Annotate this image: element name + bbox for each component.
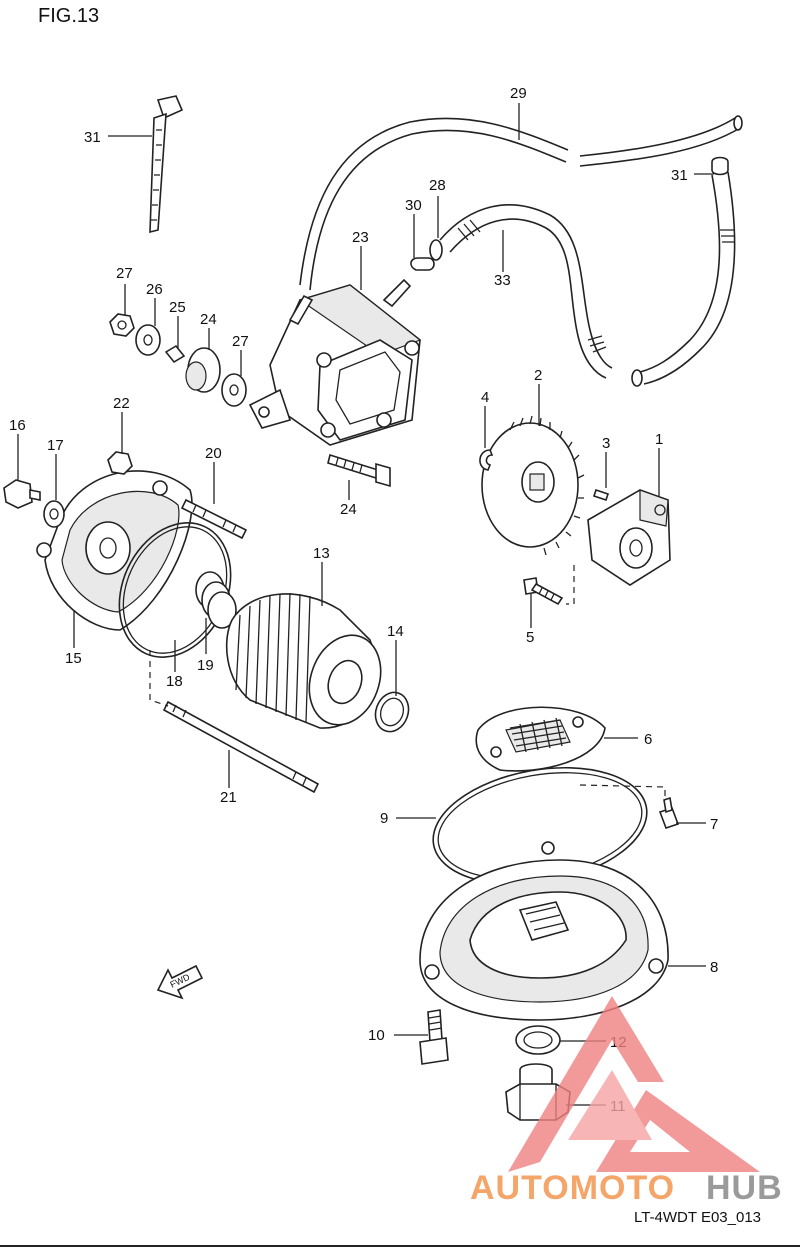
callout-20: 20	[205, 445, 222, 462]
stud-21	[162, 700, 320, 794]
callout-28: 27	[116, 265, 133, 282]
o-ring-14	[374, 691, 410, 733]
pin-3	[592, 488, 610, 502]
callout-27a: 26	[146, 281, 163, 298]
collar-26	[164, 344, 186, 364]
callout-2: 2	[534, 367, 542, 384]
callout-6: 6	[644, 731, 652, 748]
callout-8: 8	[710, 959, 718, 976]
watermark-text-automoto: AUTOMOTO	[470, 1169, 675, 1207]
callout-25: 24	[200, 311, 217, 328]
callout-13: 13	[313, 545, 330, 562]
callout-3: 3	[602, 435, 610, 452]
oil-pump-gear-2	[481, 415, 585, 556]
assembly-line-5	[566, 565, 575, 605]
callout-16: 16	[9, 417, 26, 434]
hose-clip-31	[410, 156, 729, 271]
callout-17: 17	[47, 437, 64, 454]
callout-27b: 27	[232, 333, 249, 350]
cushion-25	[185, 347, 221, 393]
oil-pan-8	[419, 841, 669, 1021]
callout-10: 10	[368, 1027, 385, 1044]
callout-1: 1	[655, 431, 663, 448]
callout-14: 14	[387, 623, 404, 640]
callout-15: 15	[65, 650, 82, 667]
washer-27a	[135, 324, 161, 356]
diagram-code: LT-4WDT E03_013	[634, 1209, 761, 1226]
callout-19: 19	[197, 657, 214, 674]
callout-32: 31	[84, 129, 101, 146]
bolt-10	[419, 1009, 449, 1065]
oil-pump-1	[587, 489, 671, 586]
callout-30: 29	[510, 85, 527, 102]
circlip-4	[479, 449, 494, 471]
callout-26: 25	[169, 299, 186, 316]
strainer-6	[475, 706, 606, 772]
filter-cover-15	[36, 470, 193, 631]
callout-33: 33	[494, 272, 511, 289]
strap-32	[149, 95, 184, 234]
nut-22	[107, 451, 133, 475]
stud-20	[180, 498, 248, 540]
callout-24: 24	[340, 501, 357, 518]
screw-7	[658, 796, 680, 830]
callout-4: 4	[481, 389, 489, 406]
figure-title: FIG.13	[38, 5, 99, 27]
bolt-5	[523, 577, 564, 606]
callout-31a: 30	[405, 197, 422, 214]
drain-plug-11	[505, 1063, 571, 1121]
fwd-arrow-icon: FWD	[156, 964, 204, 1000]
spring-19	[195, 571, 237, 629]
assembly-line-7	[579, 784, 666, 800]
bolt-24	[327, 453, 391, 488]
fuel-hose-33	[429, 204, 613, 379]
assembly-line-21	[149, 650, 169, 707]
callout-5: 5	[526, 629, 534, 646]
callout-29: 28	[429, 177, 446, 194]
callout-9: 9	[380, 810, 388, 827]
watermark-text-hub: HUB	[706, 1169, 783, 1207]
nut-28	[109, 313, 135, 337]
oil-filter-13	[225, 592, 382, 729]
watermark-logo	[508, 996, 760, 1172]
callout-23: 23	[352, 229, 369, 246]
callout-labels: 31 29 31 28 30 33 23 27 26 25 24 27 2 4 …	[9, 85, 718, 1115]
washer-27b	[221, 373, 247, 407]
callout-31b: 31	[671, 167, 688, 184]
fuel-pump-23	[248, 278, 422, 446]
bolt-16	[3, 479, 41, 509]
callout-22: 22	[113, 395, 130, 412]
callout-7: 7	[710, 816, 718, 833]
gasket-12	[515, 1025, 561, 1055]
callout-18: 18	[166, 673, 183, 690]
washer-17	[43, 500, 65, 528]
leader-lines	[17, 103, 714, 1106]
callout-21: 21	[220, 789, 237, 806]
